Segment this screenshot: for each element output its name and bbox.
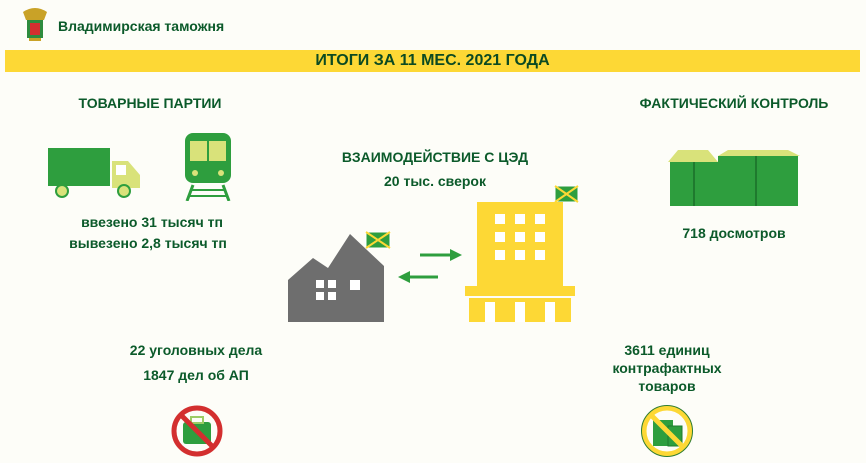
prohibited-suitcase-icon <box>170 404 224 463</box>
title-banner: ИТОГИ ЗА 11 МЕС. 2021 ГОДА <box>5 50 860 72</box>
interaction-value: 20 тыс. сверок <box>384 173 486 189</box>
prohibited-bags-icon <box>640 404 694 463</box>
office-building-icon <box>465 184 580 329</box>
goods-imported: ввезено 31 тысяч тп <box>81 214 223 230</box>
banner-title: ИТОГИ ЗА 11 МЕС. 2021 ГОДА <box>315 52 550 69</box>
train-icon <box>183 133 233 206</box>
control-value: 718 досмотров <box>682 225 786 241</box>
truck-icon <box>48 145 143 205</box>
boxes-icon <box>668 150 802 213</box>
interaction-heading: ВЗАИМОДЕЙСТВИЕ С ЦЭД <box>341 149 529 165</box>
arrow-left-icon <box>398 270 438 288</box>
customs-emblem-icon <box>20 6 50 44</box>
factory-icon <box>288 230 394 329</box>
arrow-right-icon <box>420 248 462 266</box>
goods-heading: ТОВАРНЫЕ ПАРТИИ <box>78 95 222 111</box>
org-name: Владимирская таможня <box>58 18 225 34</box>
counterfeit-line-1: 3611 единиц <box>624 342 710 358</box>
control-heading: ФАКТИЧЕСКИЙ КОНТРОЛЬ <box>639 95 829 111</box>
criminal-cases: 22 уголовных дела <box>129 342 263 358</box>
goods-exported: вывезено 2,8 тысяч тп <box>69 235 227 251</box>
counterfeit-line-2: контрафактных <box>612 360 722 376</box>
administrative-cases: 1847 дел об АП <box>143 367 249 383</box>
counterfeit-line-3: товаров <box>638 378 696 394</box>
